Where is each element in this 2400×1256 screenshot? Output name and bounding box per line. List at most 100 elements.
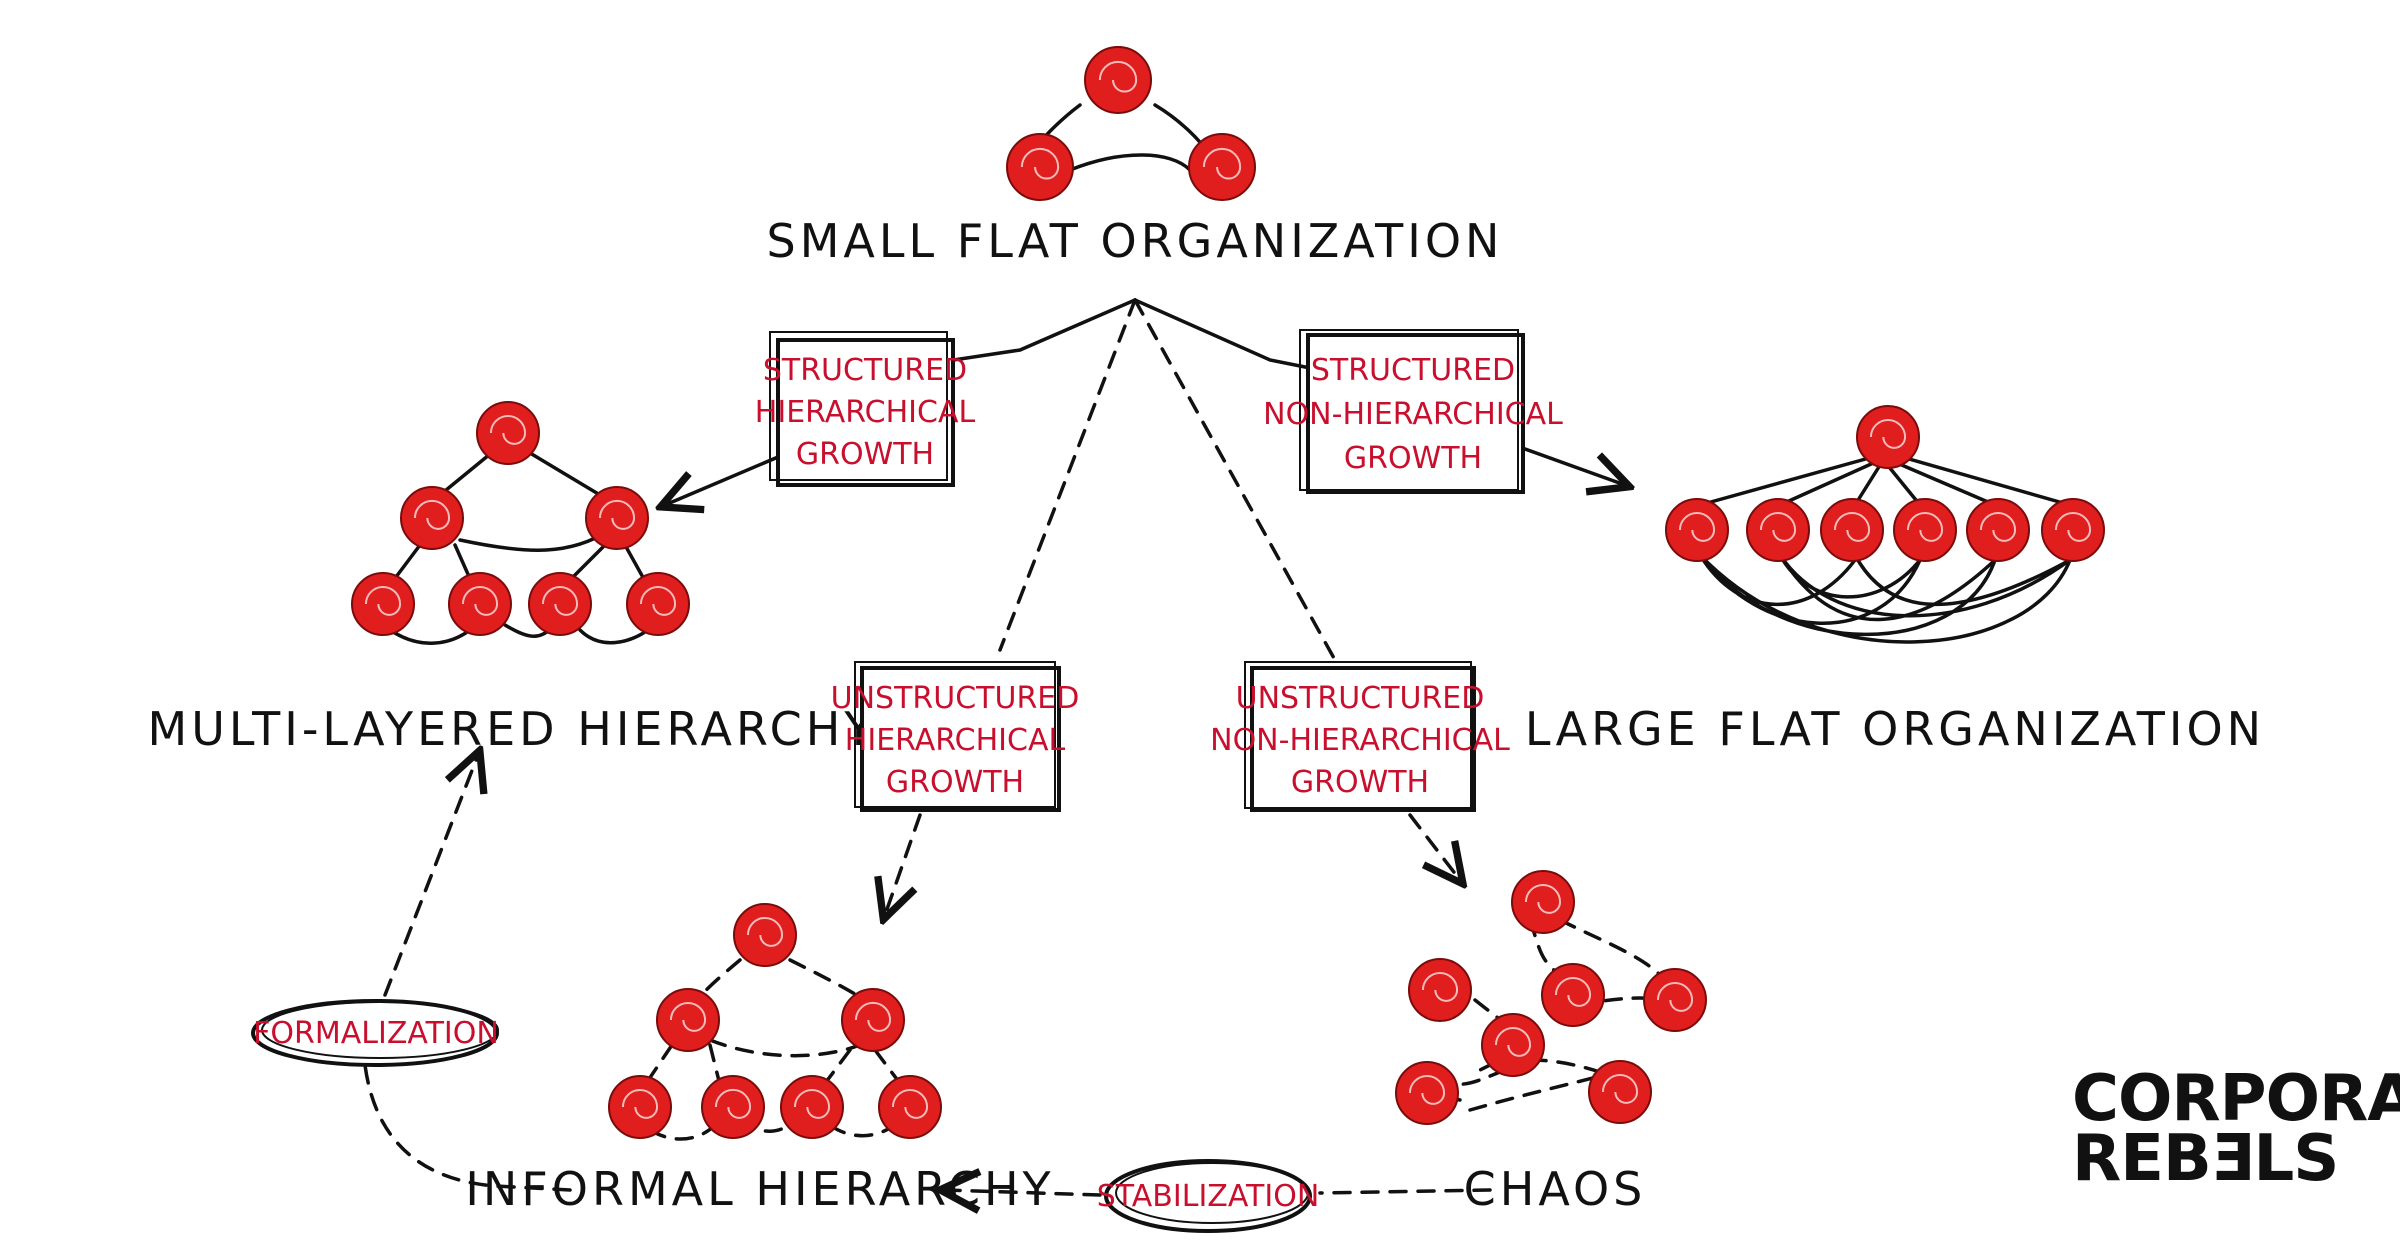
arrow-informal-formalization <box>363 1063 572 1192</box>
box-line: NON-HIERARCHICAL <box>1263 397 1563 432</box>
node <box>1856 405 1920 469</box>
large-flat-network <box>1665 405 2105 644</box>
box-line: GROWTH <box>1291 765 1429 800</box>
arrow-unstructured-non-hierarchical-b <box>1408 813 1460 880</box>
node-swirl <box>1601 1073 1639 1104</box>
node-swirl <box>1020 147 1060 180</box>
node-swirl <box>1656 981 1694 1012</box>
small-flat-network <box>1006 46 1256 201</box>
box-line: HIERARCHICAL <box>845 723 1066 758</box>
node <box>701 1075 765 1139</box>
node <box>351 572 415 636</box>
arrow-unstructured-hierarchical-a <box>998 298 1137 652</box>
box-structured-hierarchical: STRUCTURED HIERARCHICAL GROWTH <box>755 331 976 487</box>
arrow-formalization-multilayered <box>383 755 478 997</box>
node-swirl <box>1759 511 1797 542</box>
node-swirl <box>1524 883 1562 914</box>
box-line: GROWTH <box>796 437 934 472</box>
informal-network <box>608 903 942 1141</box>
node-swirl <box>1494 1026 1532 1057</box>
node <box>656 988 720 1052</box>
title-chaos: CHAOS <box>1464 1162 1647 1216</box>
node-swirl <box>1202 147 1242 180</box>
arrow-chaos-stabilization <box>1318 1188 1492 1195</box>
node <box>1084 46 1152 114</box>
title-informal: INFORMAL HIERARCHY <box>465 1162 1054 1216</box>
node-swirl <box>669 1001 707 1032</box>
box-line: NON-HIERARCHICAL <box>1210 723 1510 758</box>
node <box>400 486 464 550</box>
node-swirl <box>621 1088 659 1119</box>
box-line: UNSTRUCTURED <box>1236 681 1485 716</box>
node-swirl <box>364 585 402 616</box>
node <box>1820 498 1884 562</box>
node <box>1643 968 1707 1032</box>
node-swirl <box>413 499 451 530</box>
node <box>2041 498 2105 562</box>
node <box>476 401 540 465</box>
title-large-flat: LARGE FLAT ORGANIZATION <box>1525 702 2265 756</box>
box-line: HIERARCHICAL <box>755 395 976 430</box>
node <box>1665 498 1729 562</box>
node-swirl <box>1408 1074 1446 1105</box>
node-swirl <box>1906 511 1944 542</box>
chaos-network <box>1395 870 1707 1125</box>
node-swirl <box>1869 418 1907 449</box>
node-swirl <box>1098 60 1138 93</box>
node-swirl <box>1678 511 1716 542</box>
box-line: GROWTH <box>886 765 1024 800</box>
node <box>1588 1060 1652 1124</box>
multi-layered-network <box>351 401 690 645</box>
node <box>878 1075 942 1139</box>
node <box>1006 133 1074 201</box>
box-line: STRUCTURED <box>763 353 967 388</box>
node-swirl <box>541 585 579 616</box>
node <box>608 1075 672 1139</box>
pill-formalization: FORMALIZATION <box>251 999 499 1067</box>
arrow-unstructured-non-hierarchical-a <box>1133 298 1337 662</box>
node-swirl <box>746 916 784 947</box>
node <box>1408 958 1472 1022</box>
node-swirl <box>2054 511 2092 542</box>
node-swirl <box>489 414 527 445</box>
node-swirl <box>793 1088 831 1119</box>
node <box>626 572 690 636</box>
node-swirl <box>1833 511 1871 542</box>
node <box>1511 870 1575 934</box>
arrow-stabilization-informal <box>945 1190 1102 1195</box>
node <box>1893 498 1957 562</box>
node-swirl <box>639 585 677 616</box>
node-swirl <box>461 585 499 616</box>
corporate-rebels-logo: CORPORATE REBƎLS <box>2072 1062 2400 1196</box>
box-line: UNSTRUCTURED <box>831 681 1080 716</box>
node <box>1966 498 2030 562</box>
logo-line1: CORPORATE <box>2072 1062 2400 1136</box>
logo-line2: REBƎLS <box>2072 1122 2338 1196</box>
box-unstructured-non-hierarchical: UNSTRUCTURED NON-HIERARCHICAL GROWTH <box>1210 661 1510 812</box>
node <box>528 572 592 636</box>
box-line: STRUCTURED <box>1311 353 1515 388</box>
node <box>841 988 905 1052</box>
node <box>1188 133 1256 201</box>
title-small-flat: SMALL FLAT ORGANIZATION <box>767 214 1504 268</box>
arrow-unstructured-hierarchical-b <box>885 813 922 915</box>
node <box>733 903 797 967</box>
node-swirl <box>1554 976 1592 1007</box>
node <box>780 1075 844 1139</box>
box-structured-non-hierarchical: STRUCTURED NON-HIERARCHICAL GROWTH <box>1263 329 1563 494</box>
node <box>1481 1013 1545 1077</box>
box-unstructured-hierarchical: UNSTRUCTURED HIERARCHICAL GROWTH <box>831 661 1080 812</box>
node-swirl <box>854 1001 892 1032</box>
node <box>1541 963 1605 1027</box>
node <box>448 572 512 636</box>
pill-stabilization: STABILIZATION <box>1097 1159 1320 1233</box>
node-swirl <box>1421 971 1459 1002</box>
node <box>1395 1061 1459 1125</box>
title-multi-layered: MULTI-LAYERED HIERARCHY <box>148 702 877 756</box>
node <box>585 486 649 550</box>
node-swirl <box>714 1088 752 1119</box>
box-line: GROWTH <box>1344 441 1482 476</box>
node-swirl <box>598 499 636 530</box>
pill-label: STABILIZATION <box>1097 1179 1320 1214</box>
